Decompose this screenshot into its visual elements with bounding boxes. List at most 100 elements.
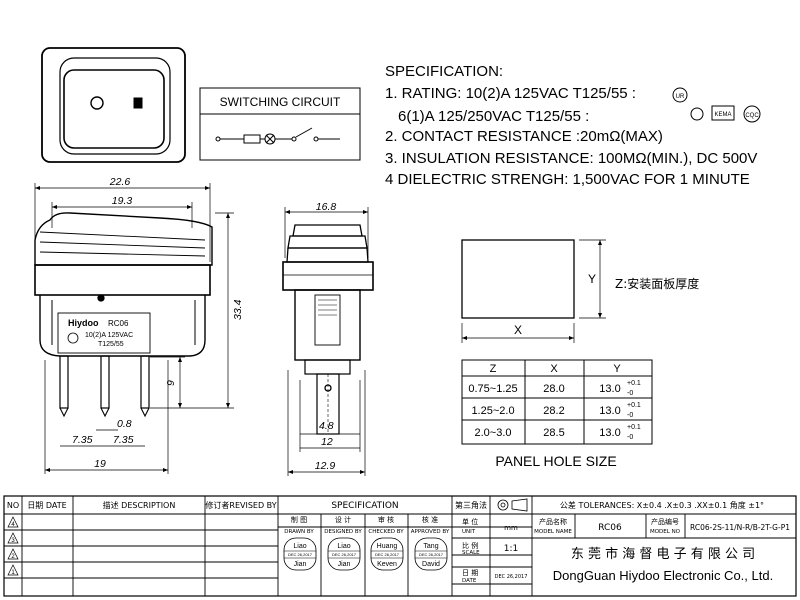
date-en: DATE (462, 578, 477, 584)
hdr-date: 日期 DATE (27, 501, 66, 510)
dim-12-9: 12.9 (315, 460, 336, 472)
model-info: 产品名称 MODEL NAME RC06 产品编号 MODEL NO RC06-… (534, 517, 790, 535)
dim-4-8: 4.8 (319, 420, 334, 432)
signoff-headers: 制 图 设 计 审 核 核 准 DRAWN BY DESIGNED BY CHE… (284, 515, 450, 535)
revision-triangle-icon (7, 516, 19, 528)
dim-0-8: 0.8 (117, 418, 132, 430)
scale-label: 比 例 (462, 541, 478, 550)
title-headers: NO 日期 DATE 描述 DESCRIPTION 修订者REVISED BY … (7, 500, 764, 511)
hdr-spec: SPECIFICATION (331, 501, 398, 511)
front-view (34, 183, 234, 474)
stamp-date: DEC 26,2017 (375, 552, 400, 557)
top-view (41, 47, 186, 163)
rev-row: 1 (11, 570, 15, 576)
table-cell: 28.5 (543, 427, 564, 439)
tol-upper: +0.1 (627, 402, 641, 409)
date-value: DEC 26,2017 (495, 574, 528, 580)
model-no-label: 产品编号 (651, 517, 679, 526)
stamp-bottom: Jian (338, 561, 351, 568)
table-cell: 1.25~2.0 (471, 405, 514, 417)
dim-9: 9 (165, 380, 177, 386)
spec-heading: SPECIFICATION: (385, 63, 503, 80)
revision-triangle-icon (7, 564, 19, 576)
unit-value: mm (504, 524, 518, 532)
dim-7-35-right: 7.35 (113, 434, 134, 446)
model-name-label: 产品名称 (539, 517, 567, 526)
ul-cert-icon: UR (672, 87, 688, 103)
label-temp: T125/55 (98, 341, 124, 348)
table-header-y: Y (613, 363, 621, 375)
model-name-en: MODEL NAME (534, 529, 572, 535)
rev-row: 4 (11, 522, 15, 528)
tol-upper: +0.1 (627, 424, 641, 431)
dim-19-3: 19.3 (112, 195, 133, 207)
tol-lower: -0 (627, 434, 633, 441)
side-view-dimensions: 16.8 4.8 12 12.9 (315, 201, 337, 472)
scale-value: 1:1 (504, 544, 518, 554)
title-block (3, 495, 797, 597)
table-header-z: Z (490, 363, 497, 375)
dim-19: 19 (94, 458, 106, 470)
revision-triangle-icon (7, 532, 19, 544)
table-cell: 0.75~1.25 (468, 383, 517, 395)
stamp-date: DEC 26,2017 (288, 552, 313, 557)
rev-row: 3 (11, 538, 15, 544)
designed-label: 设 计 (335, 515, 351, 524)
hdr-angle: 第三角法 (455, 500, 487, 510)
label-brand: Hiydoo (68, 318, 99, 328)
stamp-date: DEC 26,2017 (419, 552, 444, 557)
table-header-x: X (550, 363, 558, 375)
panel-y-label: Y (588, 272, 596, 286)
checked-label: 审 核 (378, 515, 394, 524)
dim-22-6: 22.6 (109, 176, 131, 188)
tol-lower: -0 (627, 390, 633, 397)
switching-circuit-label: SWITCHING CIRCUIT (220, 95, 341, 109)
tol-lower: -0 (627, 412, 633, 419)
svg-text:CQC: CQC (745, 113, 759, 119)
ul-mark-icon (67, 332, 79, 344)
model-no-en: MODEL NO (650, 529, 681, 535)
table-cell: 28.0 (543, 383, 564, 395)
model-name-value: RC06 (598, 523, 622, 533)
dim-12: 12 (321, 436, 333, 448)
dim-33-4: 33.4 (232, 299, 244, 320)
side-view (282, 207, 374, 476)
spec-line-dielectric: 4 DIELECTRIC STRENGH: 1,500VAC FOR 1 MIN… (385, 171, 750, 188)
panel-hole (461, 239, 606, 343)
svg-text:KEMA: KEMA (714, 112, 731, 118)
label-model: RC06 (108, 319, 129, 328)
cert-marks-icon: KEMA CQC (690, 105, 761, 123)
date-label: 日 期 (462, 569, 478, 577)
dim-16-8: 16.8 (316, 201, 337, 213)
approved-label: 核 准 (422, 515, 438, 524)
table-cell: 28.2 (543, 405, 564, 417)
drawn-label: 制 图 (291, 515, 307, 524)
label-rating: 10(2)A 125VAC (85, 332, 133, 339)
table-cell: 13.0 (599, 405, 620, 417)
unit-label: 单 位 (462, 517, 478, 526)
rev-row: 2 (11, 554, 15, 560)
stamp-top: Huang (377, 543, 398, 550)
spec-line-rating: 1. RATING: 10(2)A 125VAC T125/55 : (385, 85, 636, 102)
hdr-rev: 修订者REVISED BY (205, 500, 276, 510)
table-cell: 2.0~3.0 (474, 427, 511, 439)
unit-en: UNIT (462, 529, 476, 535)
checked-en: CHECKED BY (368, 529, 404, 535)
company-name-cn: 东 莞 市 海 督 电 子 有 限 公 司 (571, 546, 755, 562)
stamp-top: Liao (293, 543, 306, 550)
hdr-no: NO (7, 501, 19, 510)
approved-en: APPROVED BY (411, 529, 450, 535)
company-name-en: DongGuan Hiydoo Electronic Co., Ltd. (553, 568, 773, 583)
hdr-desc: 描述 DESCRIPTION (103, 500, 176, 510)
stamp-bottom: David (422, 561, 440, 568)
specification-block: SPECIFICATION: 1. RATING: 10(2)A 125VAC … (385, 63, 761, 188)
spec-line-insulation: 3. INSULATION RESISTANCE: 100MΩ(MIN.), D… (385, 150, 757, 167)
stamp-top: Liao (337, 543, 350, 550)
unit-scale-date: 单 位 UNIT mm 比 例 SCALE 1:1 日 期 DATE DEC 2… (462, 517, 527, 584)
spec-line-contact: 2. CONTACT RESISTANCE :20mΩ(MAX) (385, 128, 663, 145)
front-view-dimensions: 22.6 19.3 33.4 9 0.8 7.35 7.35 19 (72, 176, 244, 470)
panel-note: Z:安装面板厚度 (615, 276, 699, 291)
drawn-en: DRAWN BY (284, 529, 314, 535)
stamp-date: DEC 26,2017 (332, 552, 357, 557)
